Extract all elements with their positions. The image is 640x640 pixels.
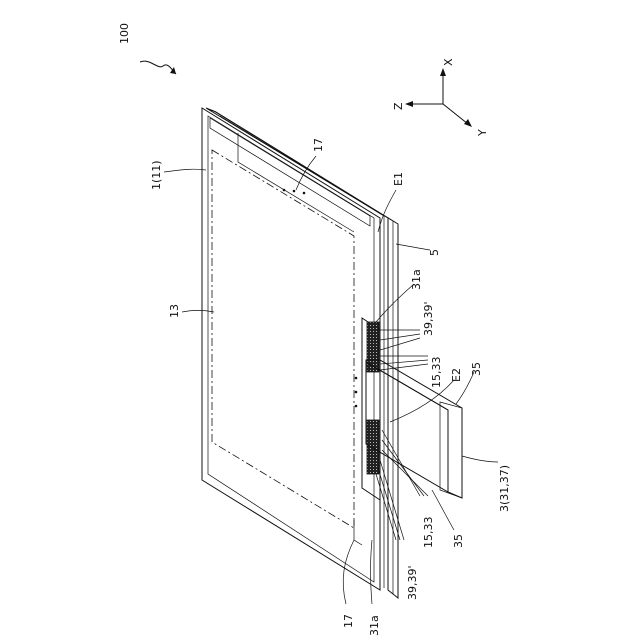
label-100: 100: [118, 23, 131, 44]
panel-face: [202, 108, 380, 590]
label-e2: E2: [450, 368, 463, 382]
axis-y-line: [443, 104, 468, 124]
panel-inner-border: [208, 116, 374, 582]
label-15-bottom: 15,33: [422, 517, 435, 549]
corner-mark-17-top: [238, 133, 354, 232]
terminal-group-upper: [367, 322, 379, 372]
label-35-bottom: 35: [452, 534, 465, 548]
axis-triad: X Z Y: [392, 58, 489, 137]
label-e1: E1: [392, 172, 405, 186]
label-39-bottom: 39,39': [406, 565, 419, 600]
label-panel: 1(11): [150, 160, 163, 190]
labels: 1(11) 13 17 E1 5 31a 39,39' 15,33 E2 35: [150, 138, 511, 636]
display-panel: [202, 108, 380, 590]
label-17-top: 17: [312, 138, 325, 152]
label-13: 13: [168, 304, 181, 318]
axis-y-label: Y: [476, 129, 489, 137]
axis-x-label: X: [442, 58, 455, 66]
fpc-end: [440, 402, 462, 498]
display-region-13: [212, 150, 354, 528]
terminal-region: [362, 318, 380, 500]
label-31a-top: 31a: [410, 269, 423, 290]
axis-x-arrow-icon: [440, 68, 446, 76]
reference-100: 100: [118, 23, 176, 74]
label-35-top: 35: [470, 362, 483, 376]
label-17-bottom: 17: [342, 614, 355, 628]
axis-z-arrow-icon: [405, 101, 413, 107]
label-39-top: 39,39': [422, 301, 435, 336]
label-31a-bottom: 31a: [368, 615, 381, 636]
terminal-group-lower: [367, 420, 379, 474]
label-15-top: 15,33: [430, 357, 443, 389]
ref-100-leader: [140, 61, 176, 74]
axis-z-label: Z: [392, 102, 405, 110]
axis-y-arrow-icon: [464, 119, 472, 127]
corner-mark-17-bottom: [354, 520, 362, 545]
label-fpc: 3(31,37): [498, 465, 511, 512]
